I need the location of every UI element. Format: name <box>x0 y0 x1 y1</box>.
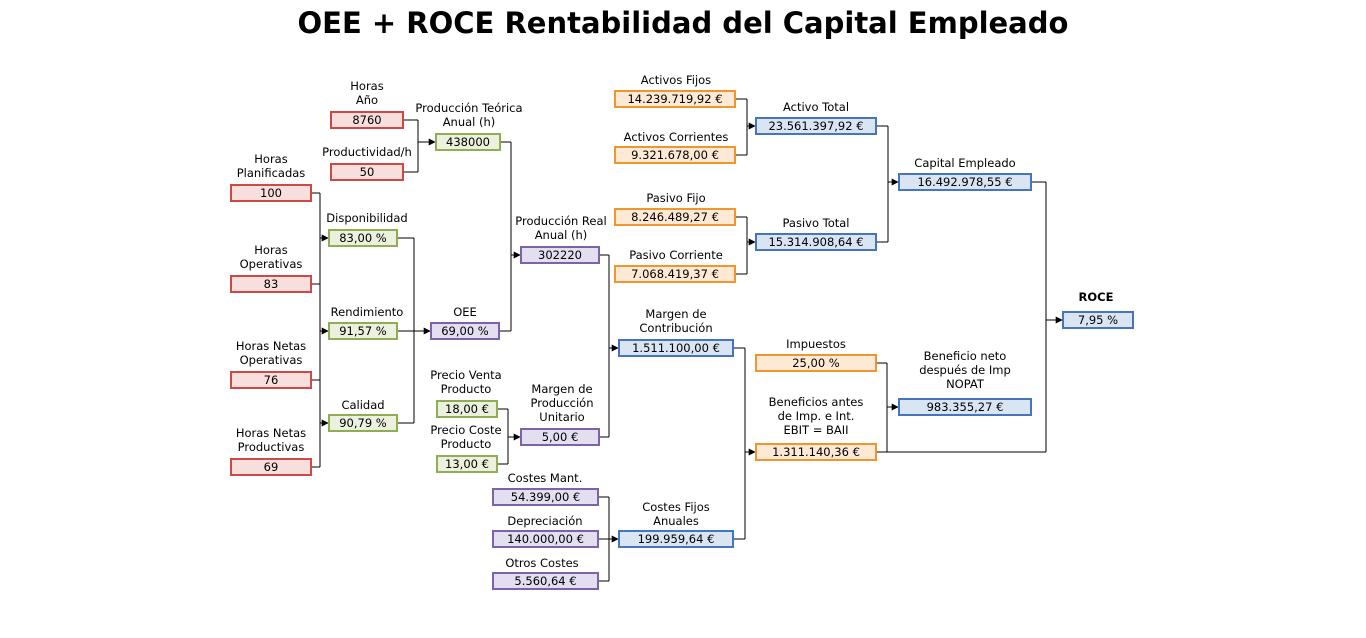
prod-real-value-box: 302220 <box>520 246 600 264</box>
page-title: OEE + ROCE Rentabilidad del Capital Empl… <box>297 6 1069 40</box>
costes-fijos-label: Costes Fijos Anuales <box>642 500 710 528</box>
horas-operativas-label: Horas Operativas <box>239 243 303 271</box>
prod-teorica-value-box: 438000 <box>435 133 501 151</box>
oee-value-box: 69,00 % <box>430 322 500 340</box>
otros-costes-label: Otros Costes <box>505 556 579 570</box>
roce-value-box: 7,95 % <box>1062 311 1134 329</box>
pasivo-corriente-label: Pasivo Corriente <box>629 248 723 262</box>
pasivo-corriente-value-box: 7.068.419,37 € <box>614 265 736 283</box>
horas-operativas-value-box: 83 <box>230 275 312 293</box>
activos-corrientes-label: Activos Corrientes <box>623 130 729 144</box>
precio-coste-value-box: 13,00 € <box>436 455 498 473</box>
productividad-value-box: 50 <box>330 163 404 181</box>
precio-venta-value-box: 18,00 € <box>436 400 498 418</box>
otros-costes-value-box: 5.560,64 € <box>492 572 599 590</box>
horas-netas-productivas-value-box: 69 <box>230 458 312 476</box>
roce-label: ROCE <box>1078 290 1114 304</box>
activos-fijos-label: Activos Fijos <box>640 73 712 87</box>
precio-venta-label: Precio Venta Producto <box>430 368 502 396</box>
horas-planificadas-value-box: 100 <box>230 184 312 202</box>
oee-label: OEE <box>453 305 477 319</box>
nopat-value-box: 983.355,27 € <box>898 398 1032 416</box>
margen-unitario-label: Margen de Producción Unitario <box>530 382 594 424</box>
activo-total-value-box: 23.561.397,92 € <box>755 117 877 135</box>
costes-fijos-value-box: 199.959,64 € <box>618 530 734 548</box>
depreciacion-label: Depreciación <box>507 514 583 528</box>
margen-contribucion-value-box: 1.511.100,00 € <box>618 339 734 357</box>
horas-netas-operativas-value-box: 76 <box>230 371 312 389</box>
margen-unitario-value-box: 5,00 € <box>520 428 600 446</box>
impuestos-value-box: 25,00 % <box>755 354 877 372</box>
nopat-label: Beneficio neto después de Imp NOPAT <box>919 349 1011 391</box>
pasivo-total-label: Pasivo Total <box>782 216 850 230</box>
pasivo-fijo-label: Pasivo Fijo <box>646 191 706 205</box>
costes-mant-label: Costes Mant. <box>507 471 583 485</box>
productividad-label: Productividad/h <box>322 145 412 159</box>
disponibilidad-value-box: 83,00 % <box>328 229 398 247</box>
horas-netas-operativas-label: Horas Netas Operativas <box>235 339 307 367</box>
depreciacion-value-box: 140.000,00 € <box>492 530 599 548</box>
horas-planificadas-label: Horas Planificadas <box>236 152 306 180</box>
capital-empleado-value-box: 16.492.978,55 € <box>898 173 1032 191</box>
ebit-value-box: 1.311.140,36 € <box>755 443 877 461</box>
rendimiento-value-box: 91,57 % <box>328 322 398 340</box>
calidad-label: Calidad <box>341 398 385 412</box>
activos-corrientes-value-box: 9.321.678,00 € <box>614 146 736 164</box>
costes-mant-value-box: 54.399,00 € <box>492 488 599 506</box>
horas-ano-label: Horas Año <box>350 79 384 107</box>
ebit-label: Beneficios antes de Imp. e Int. EBIT = B… <box>768 395 864 437</box>
calidad-value-box: 90,79 % <box>328 414 398 432</box>
activos-fijos-value-box: 14.239.719,92 € <box>614 90 736 108</box>
horas-ano-value-box: 8760 <box>330 111 404 129</box>
margen-contribucion-label: Margen de Contribución <box>639 307 713 335</box>
prod-teorica-label: Producción Teórica Anual (h) <box>415 101 523 129</box>
impuestos-label: Impuestos <box>786 337 846 351</box>
pasivo-total-value-box: 15.314.908,64 € <box>755 233 877 251</box>
horas-netas-productivas-label: Horas Netas Productivas <box>235 426 307 454</box>
disponibilidad-label: Disponibilidad <box>326 211 408 225</box>
rendimiento-label: Rendimiento <box>330 305 404 319</box>
precio-coste-label: Precio Coste Producto <box>430 423 502 451</box>
pasivo-fijo-value-box: 8.246.489,27 € <box>614 208 736 226</box>
capital-empleado-label: Capital Empleado <box>914 156 1016 170</box>
prod-real-label: Producción Real Anual (h) <box>515 214 607 242</box>
activo-total-label: Activo Total <box>782 100 850 114</box>
